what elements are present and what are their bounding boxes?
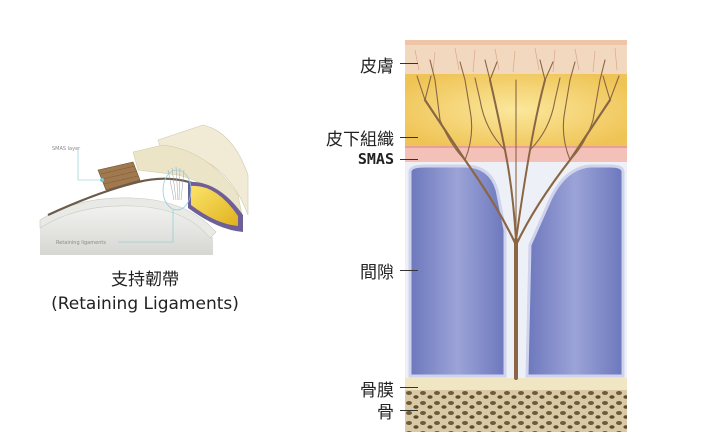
inset-periosteum-layer [39, 197, 217, 239]
leader-smas [400, 159, 418, 160]
leader-space [400, 270, 418, 271]
leader-subcutaneous [400, 137, 418, 138]
label-subcutaneous: 皮下組織 [326, 130, 394, 150]
skin-layer [405, 40, 627, 74]
caption: 支持韌帶 (Retaining Ligaments) [20, 268, 270, 316]
label-space: 間隙 [360, 263, 394, 283]
label-bone: 骨 [377, 403, 394, 423]
caption-title: 支持韌帶 [111, 270, 179, 290]
leader-bone [400, 410, 418, 411]
inset-ligament-label: Retaining ligaments [56, 240, 106, 246]
retaining-ligament-inset-diagram: SMAS layer Retaining ligaments [39, 124, 249, 255]
right-fat-compartment [525, 164, 625, 378]
label-periosteum: 骨膜 [360, 381, 394, 401]
label-skin: 皮膚 [360, 57, 394, 77]
inset-ligament-fibers [167, 166, 185, 201]
inset-fat-pad [191, 185, 238, 226]
label-smas: SMAS [357, 150, 394, 168]
leader-periosteum [400, 387, 418, 388]
retaining-ligament-tree [416, 59, 620, 380]
bone-layer [405, 390, 627, 432]
inset-ligament-highlight [162, 169, 192, 211]
caption-subtitle: (Retaining Ligaments) [51, 294, 239, 314]
leader-skin [400, 63, 418, 64]
inset-smas-label: SMAS layer [52, 146, 81, 152]
tissue-layers-cross-section [405, 40, 627, 432]
periosteum-layer [405, 378, 627, 390]
